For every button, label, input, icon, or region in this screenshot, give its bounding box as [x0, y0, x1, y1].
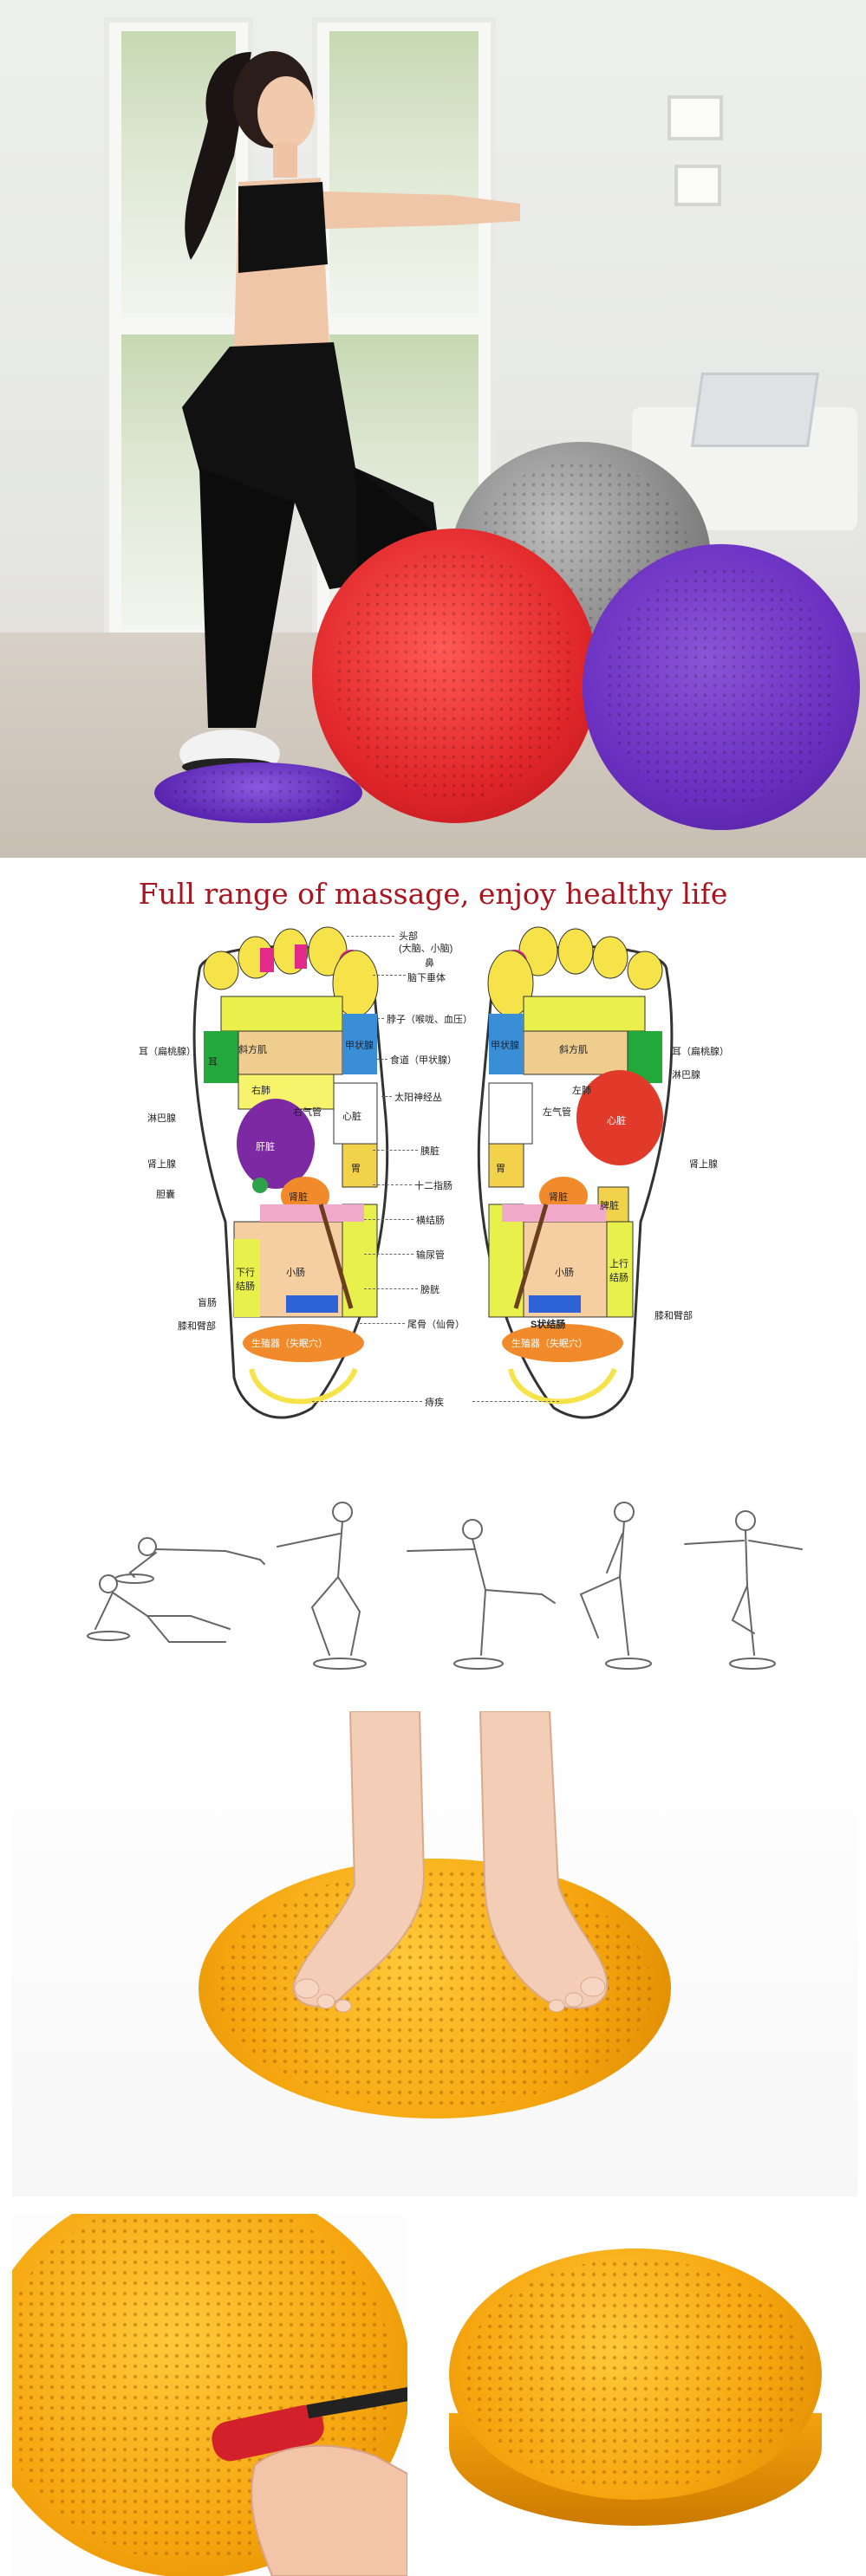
center-label: 膀胱: [420, 1285, 440, 1295]
outer-label: 肾上腺: [689, 1159, 718, 1170]
outer-label: 淋巴腺: [147, 1113, 176, 1124]
disc-product-photo: [414, 2214, 855, 2576]
detail-photos: [0, 2214, 866, 2576]
zone-label: 胃: [351, 1164, 361, 1174]
zone-label: 肝脏: [256, 1142, 275, 1152]
hero-photo: [0, 0, 866, 858]
zone-label: 斜方肌: [238, 1045, 267, 1055]
outer-label: 胆囊: [156, 1190, 175, 1200]
zone-label: 生殖器（失眠穴）: [251, 1339, 328, 1349]
center-label: 鼻: [425, 958, 434, 969]
center-label: 食道（甲状腺）: [390, 1055, 457, 1066]
zone-label: 斜方肌: [559, 1045, 588, 1055]
inflating-disc-photo: [12, 2214, 407, 2576]
center-label: 头部: [399, 931, 418, 942]
zone-label: 甲状腺: [491, 1041, 519, 1051]
outer-label: 肾上腺: [147, 1159, 176, 1170]
feet-on-disc-photo: [0, 1711, 866, 2214]
outer-label: 盲肠: [198, 1298, 217, 1308]
zone-label: 肾脏: [289, 1192, 308, 1203]
center-label: 痔疾: [425, 1398, 444, 1408]
center-label: 脑下垂体: [407, 973, 446, 983]
left-foot: [192, 926, 389, 1419]
hand-with-pump: [212, 2386, 407, 2576]
zone-label: 甲状腺: [345, 1041, 374, 1051]
outer-label: 耳（扁桃腺）: [672, 1047, 729, 1057]
outer-label: 膝和臂部: [654, 1311, 693, 1321]
laptop: [690, 373, 820, 447]
zone-label: 脾脏: [600, 1201, 619, 1211]
zone-label: 上行结肠: [609, 1259, 628, 1283]
zone-label: S状结肠: [531, 1320, 566, 1330]
zone-label: 右气管: [293, 1107, 322, 1118]
zone-label: 心脏: [342, 1112, 361, 1122]
exercise-figure-lunge-stretch: [87, 1574, 231, 1643]
right-foot: [477, 926, 674, 1419]
center-label: (大脑、小脑): [399, 944, 453, 954]
zone-label: 耳: [208, 1057, 218, 1067]
yellow-balance-disc-product: [449, 2248, 822, 2500]
zone-label: 心脏: [607, 1116, 626, 1126]
center-label: 尾骨（仙骨）: [407, 1320, 465, 1330]
purple-balance-disc-under-feet: [154, 762, 362, 823]
exercise-figure-squat: [277, 1502, 367, 1670]
zone-label: 肾脏: [549, 1192, 568, 1203]
exercise-figures: [87, 1502, 803, 1670]
zone-label: 右肺: [251, 1086, 270, 1096]
center-label: 十二指肠: [414, 1181, 453, 1191]
exercise-figure-knee-raise: [579, 1502, 652, 1670]
center-label: 太阳神经丛: [394, 1093, 442, 1103]
reflexology-title: Full range of massage, enjoy healthy lif…: [138, 877, 728, 911]
photo-background: [12, 1711, 857, 2196]
center-label: 横结肠: [416, 1216, 445, 1226]
zone-label: 胃: [496, 1164, 505, 1174]
exercise-figure-plank: [114, 1537, 265, 1584]
zone-label: 下行结肠: [236, 1268, 255, 1292]
zone-label: 小肠: [555, 1268, 574, 1278]
exercise-figure-single-leg-balance: [684, 1510, 803, 1670]
wall-frame: [674, 165, 721, 206]
center-label: 胰脏: [420, 1146, 440, 1157]
zone-label: 左气管: [543, 1107, 571, 1118]
center-label: 输尿管: [416, 1250, 445, 1261]
zone-label: 左肺: [572, 1086, 591, 1096]
bare-feet: [292, 1711, 609, 2013]
outer-label: 膝和臂部: [178, 1321, 216, 1332]
red-balance-disc: [312, 529, 598, 823]
zone-label: 小肠: [286, 1268, 305, 1278]
foot-reflexology-chart: Full range of massage, enjoy healthy lif…: [0, 858, 866, 1447]
exercise-illustrations: [0, 1447, 866, 1711]
zone-label: 生殖器（失眠穴）: [511, 1339, 588, 1349]
wall-frame: [667, 95, 723, 140]
outer-label: 淋巴腺: [672, 1070, 700, 1080]
purple-balance-disc: [583, 544, 860, 830]
outer-label: 耳（扁桃腺）: [139, 1047, 196, 1057]
center-label: 脖子（喉咙、血压）: [387, 1015, 472, 1025]
feet-diagram: [192, 926, 674, 1419]
exercise-figure-leg-extension: [407, 1519, 556, 1670]
